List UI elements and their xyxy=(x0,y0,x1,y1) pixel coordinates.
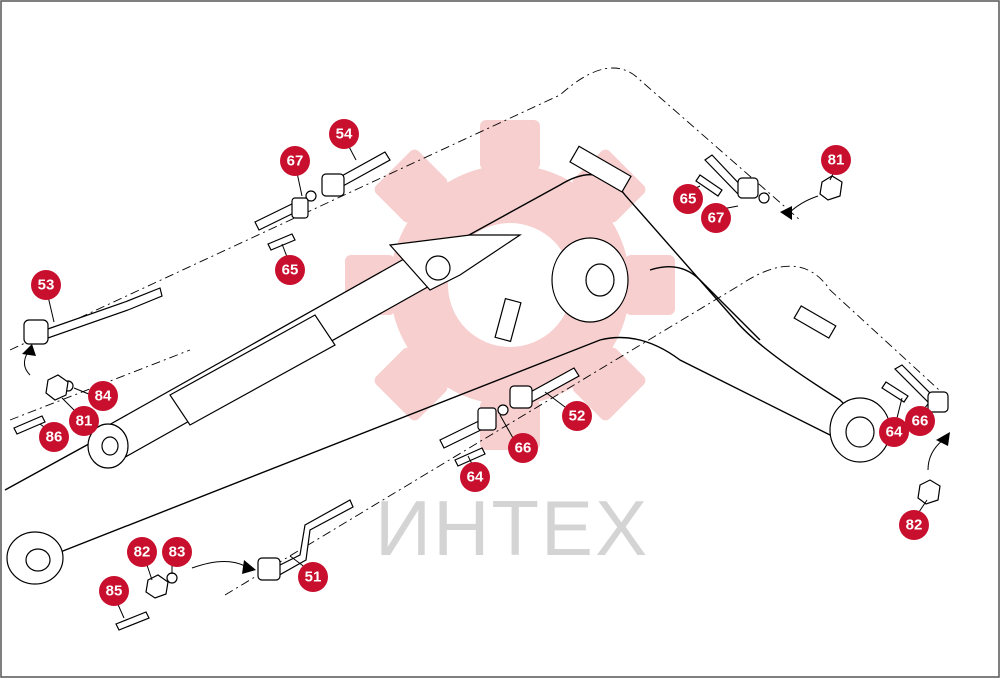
plate-81-left xyxy=(45,374,69,401)
pin-54 xyxy=(305,151,391,202)
callout-label: 84 xyxy=(95,388,112,405)
callout-label: 65 xyxy=(282,262,299,279)
callout-86[interactable]: 86 xyxy=(39,422,69,452)
bolt-65-right xyxy=(695,174,723,197)
bolt-64-center xyxy=(454,447,486,467)
callout-66-right[interactable]: 66 xyxy=(905,406,935,436)
callout-label: 53 xyxy=(38,277,55,294)
callout-label: 86 xyxy=(46,429,63,446)
callout-label: 51 xyxy=(305,569,322,586)
arrow-icon-51 xyxy=(191,560,256,574)
bolt-65-left xyxy=(267,233,296,251)
callout-label: 52 xyxy=(569,408,586,425)
callout-64-center[interactable]: 64 xyxy=(460,462,490,492)
pin-51 xyxy=(257,499,354,581)
callout-label: 54 xyxy=(336,126,353,143)
callout-81-right[interactable]: 81 xyxy=(821,145,851,175)
plate-82-left xyxy=(145,574,169,599)
arrow-icon-82-right xyxy=(927,432,950,471)
callout-52[interactable]: 52 xyxy=(562,401,592,431)
callout-label: 64 xyxy=(886,424,903,441)
watermark-text: ИНТЕХ xyxy=(375,484,649,572)
bolt-85 xyxy=(115,611,150,631)
pin-right xyxy=(894,364,949,413)
callout-81-left[interactable]: 81 xyxy=(69,406,99,436)
pin-53 xyxy=(23,287,163,345)
callout-65-left[interactable]: 65 xyxy=(275,255,305,285)
callout-label: 82 xyxy=(134,544,151,561)
plate-81-right xyxy=(819,175,843,201)
callout-67-left[interactable]: 67 xyxy=(280,146,310,176)
arrow-icon-53 xyxy=(22,344,36,376)
dashdot-outline-upper xyxy=(9,67,801,351)
pin-top-right xyxy=(704,154,770,204)
bolt-64-right xyxy=(881,381,909,403)
callout-82-left[interactable]: 82 xyxy=(127,537,157,567)
callout-label: 64 xyxy=(467,469,484,486)
callout-label: 82 xyxy=(906,517,923,534)
callout-64-right[interactable]: 64 xyxy=(879,417,909,447)
pin-52 xyxy=(497,367,580,416)
callout-label: 67 xyxy=(287,153,304,170)
pin-66-center xyxy=(439,407,497,449)
arrow-icon-81-right xyxy=(780,195,819,220)
callout-label: 66 xyxy=(912,413,929,430)
callout-label: 67 xyxy=(708,210,725,227)
callout-54[interactable]: 54 xyxy=(329,119,359,149)
callout-66-center[interactable]: 66 xyxy=(508,433,538,463)
callout-label: 81 xyxy=(828,152,845,169)
boom-assembly xyxy=(4,145,891,585)
hydraulic-cylinder xyxy=(87,234,522,469)
callout-85[interactable]: 85 xyxy=(99,576,129,606)
callout-84[interactable]: 84 xyxy=(88,381,118,411)
callout-83[interactable]: 83 xyxy=(162,537,192,567)
callout-82-right[interactable]: 82 xyxy=(899,510,929,540)
callout-label: 65 xyxy=(680,191,697,208)
washer-83 xyxy=(166,572,178,584)
callout-67-right[interactable]: 67 xyxy=(701,203,731,233)
callout-65-right[interactable]: 65 xyxy=(673,184,703,214)
bolt-86 xyxy=(13,415,46,435)
callout-label: 81 xyxy=(76,413,93,430)
callout-51[interactable]: 51 xyxy=(298,562,328,592)
callout-53[interactable]: 53 xyxy=(31,270,61,300)
callout-label: 66 xyxy=(515,440,532,457)
plate-82-right xyxy=(917,479,941,505)
callout-label: 83 xyxy=(169,544,186,561)
callout-label: 85 xyxy=(106,583,123,600)
pin-67-left xyxy=(254,197,309,231)
